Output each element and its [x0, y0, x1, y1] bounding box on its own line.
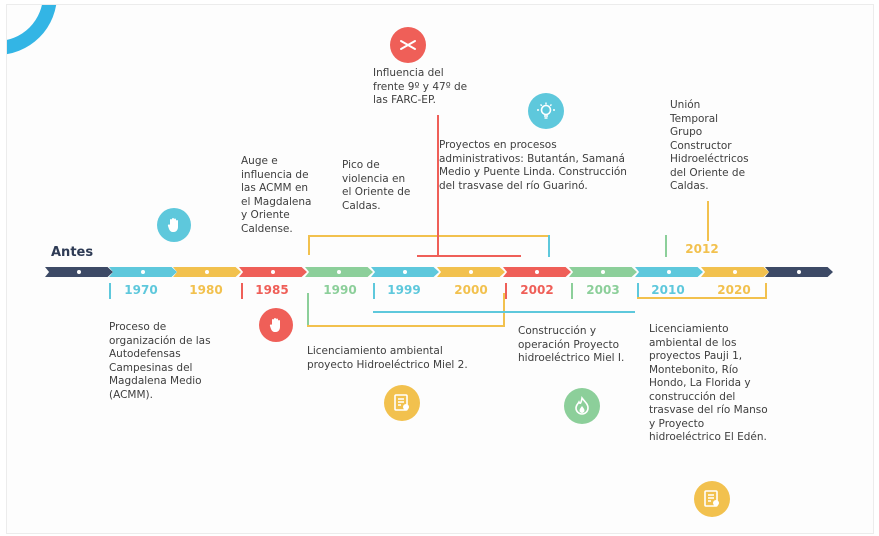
connector-miel1 — [373, 311, 635, 313]
connector-licencias — [637, 297, 767, 299]
event-licenciamiento-miel2: Licenciamiento ambiental proyecto Hidroe… — [307, 345, 468, 371]
crossed-rifles-icon — [390, 27, 426, 63]
timeline-segment-1970 — [109, 267, 177, 277]
year-label-1970: 1970 — [124, 283, 158, 297]
connector-union — [665, 235, 667, 257]
corner-decoration — [7, 5, 57, 55]
tick-2020 — [765, 283, 767, 299]
year-label-2010: 2010 — [651, 283, 685, 297]
tick-1985 — [241, 283, 243, 299]
raised-hand-icon — [259, 308, 293, 342]
connector-1990-stem — [308, 235, 310, 255]
connector-union-top — [707, 201, 709, 241]
tick-2003 — [571, 283, 573, 299]
raised-hand-icon — [157, 208, 191, 242]
event-pico-violencia: Pico de violencia en el Oriente de Calda… — [342, 159, 411, 212]
timeline-segment-2002 — [503, 267, 571, 277]
antes-label: Antes — [51, 245, 94, 260]
timeline-segment-1990 — [305, 267, 373, 277]
connector-proyectos — [548, 235, 550, 257]
year-label-1999: 1999 — [387, 283, 421, 297]
connector-farc — [437, 115, 439, 255]
timeline-segment-1999 — [371, 267, 439, 277]
connector-miel2-h — [307, 325, 505, 327]
tick-1970 — [109, 283, 111, 299]
timeline-segment-2000 — [437, 267, 505, 277]
timeline-segment-2003 — [569, 267, 637, 277]
connector-1990-2003 — [308, 235, 550, 237]
certificate-icon — [384, 385, 420, 421]
timeline-segment-1980 — [173, 267, 241, 277]
year-label-2000: 2000 — [454, 283, 488, 297]
flame-icon — [564, 388, 600, 424]
tick-2002 — [505, 283, 507, 299]
connector-red-horizontal — [417, 255, 521, 257]
timeline-segment-1985 — [239, 267, 307, 277]
event-proyectos-administrativos: Proyectos en procesos administrativos: B… — [439, 139, 627, 192]
year-label-2020: 2020 — [717, 283, 751, 297]
event-acmm-organizacion: Proceso de organización de las Autodefen… — [109, 321, 211, 401]
timeline-segment-2020 — [701, 267, 769, 277]
year-label-2003: 2003 — [586, 283, 620, 297]
event-construccion-miel1: Construcción y operación Proyecto hidroe… — [518, 325, 625, 364]
year-label-2012: 2012 — [685, 242, 719, 256]
event-licenciamiento-proyectos: Licenciamiento ambiental de los proyecto… — [649, 323, 768, 443]
connector-miel2 — [307, 293, 309, 327]
year-label-1990: 1990 — [323, 283, 357, 297]
timeline-segment-start — [45, 267, 113, 277]
connector-miel2-stem — [503, 293, 505, 327]
certificate-icon — [694, 481, 730, 517]
event-auge-acmm: Auge e influencia de las ACMM en el Magd… — [241, 155, 312, 235]
event-union-temporal: Unión Temporal Grupo Constructor Hidroel… — [670, 99, 749, 192]
timeline-segment-end — [765, 267, 833, 277]
tick-2010 — [637, 283, 639, 299]
lightbulb-icon — [528, 93, 564, 129]
tick-1999 — [373, 283, 375, 299]
timeline-frame: Antes 1970 1980 1985 1990 1999 2000 2002… — [6, 4, 874, 534]
timeline-segment-2010 — [635, 267, 703, 277]
year-label-1985: 1985 — [255, 283, 289, 297]
year-label-2002: 2002 — [520, 283, 554, 297]
event-farc: Influencia del frente 9º y 47º de las FA… — [373, 67, 468, 106]
year-label-1980: 1980 — [189, 283, 223, 297]
